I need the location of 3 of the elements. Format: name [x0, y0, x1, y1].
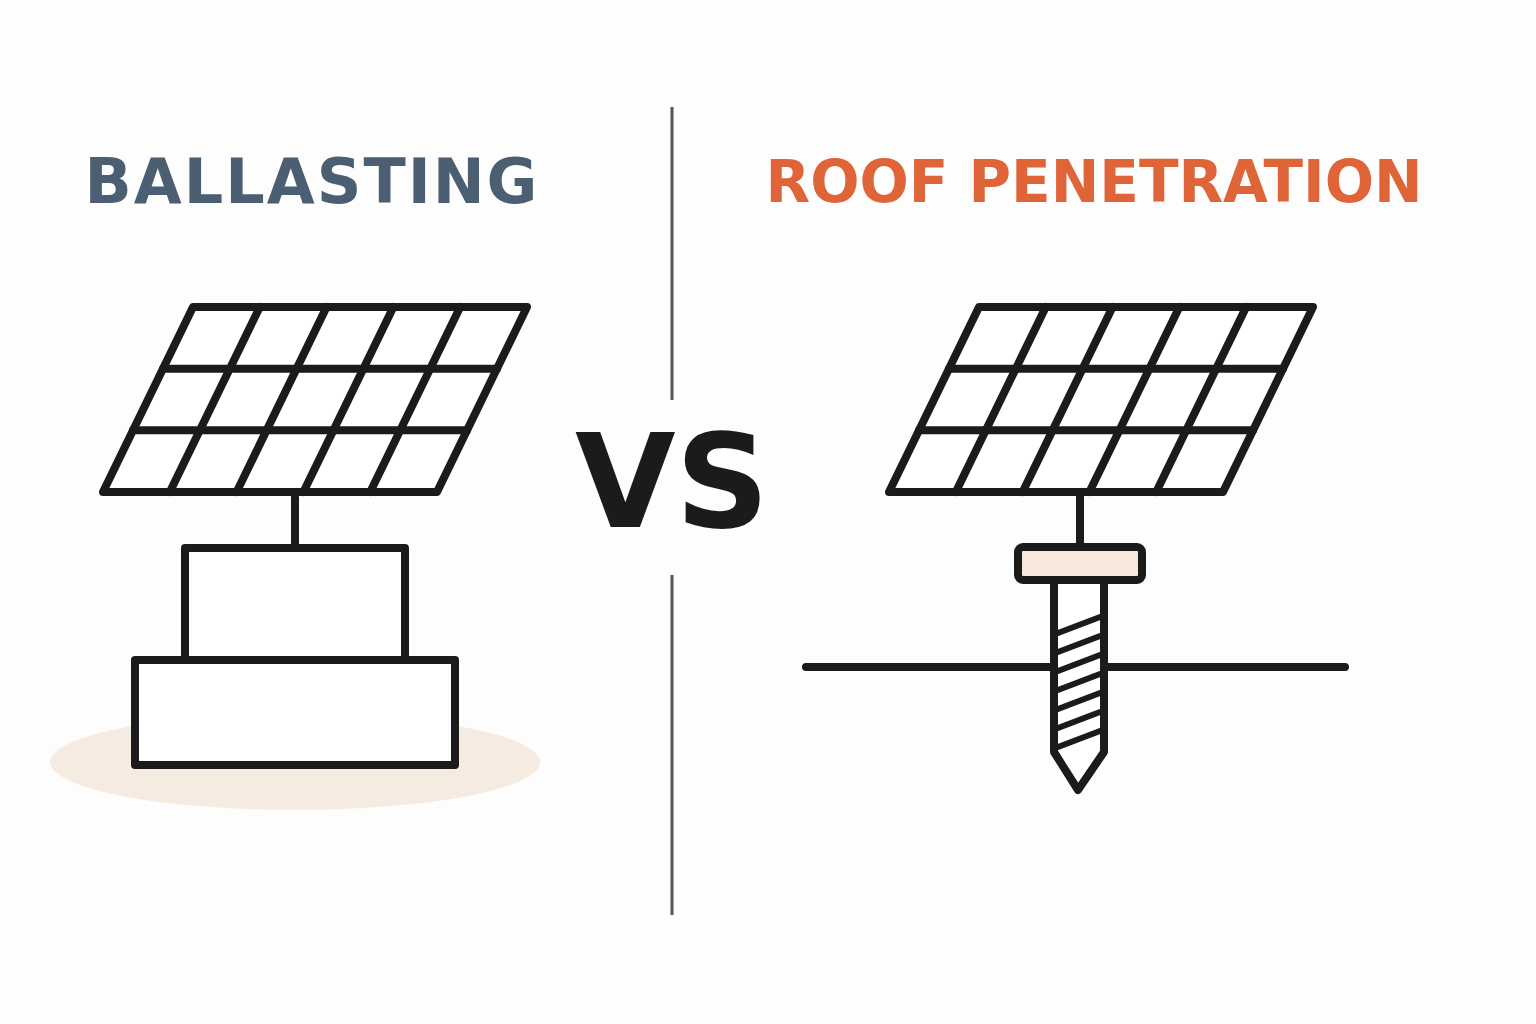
- versus-label: VS: [574, 417, 770, 547]
- right-heading: ROOF PENETRATION: [765, 153, 1423, 211]
- left-heading: BALLASTING: [84, 151, 540, 213]
